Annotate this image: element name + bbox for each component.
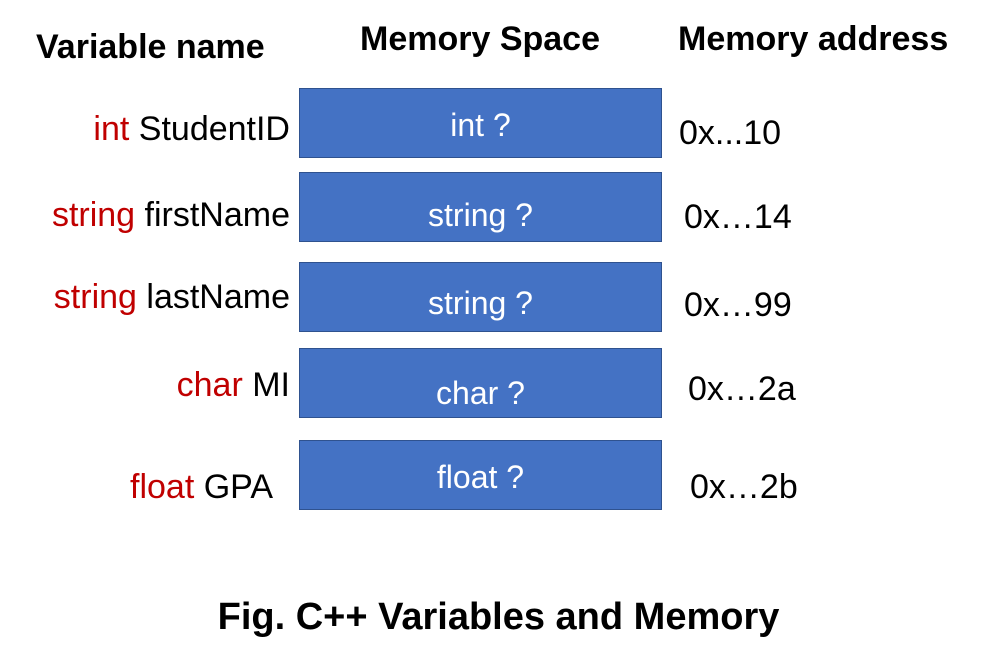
variable-identifier: firstName [144,196,290,234]
memory-cell-label: string ? [428,285,533,321]
variable-declaration-row-0: int StudentID [93,112,290,146]
memory-cell-1: string ? [299,172,662,242]
memory-cell-0: int ? [299,88,662,158]
variable-type-keyword: float [130,468,195,506]
variable-type-keyword: int [93,110,130,148]
variable-type-keyword: char [176,366,243,404]
variable-identifier: MI [252,366,290,404]
figure-caption: Fig. C++ Variables and Memory [217,596,780,638]
header-variable-name: Variable name [36,28,265,66]
variable-declaration-row-2: string lastName [54,280,290,314]
variable-declaration-row-1: string firstName [52,198,290,232]
memory-cell-label: int ? [450,107,511,143]
memory-cell-3: char ? [299,348,662,418]
variable-type-keyword: string [53,278,137,316]
header-memory-address: Memory address [678,20,949,58]
memory-address-0: 0x...10 [679,114,782,152]
header-memory-space: Memory Space [360,20,600,58]
memory-cell-2: string ? [299,262,662,332]
variable-type-keyword: string [51,196,136,234]
variable-declaration-row-3: char MI [177,368,290,402]
memory-cell-label: char ? [436,375,525,411]
variable-identifier: GPA [203,468,273,506]
variable-identifier: StudentID [138,110,290,148]
memory-cell-4: float ? [299,440,662,510]
memory-cell-label: string ? [428,197,533,233]
memory-address-1: 0x…14 [684,198,792,236]
variable-identifier: lastName [146,278,290,316]
memory-address-3: 0x…2a [688,370,796,408]
memory-cell-label: float ? [436,459,525,495]
memory-address-4: 0x…2b [690,468,798,506]
memory-address-2: 0x…99 [684,286,792,324]
variable-declaration-row-4: float GPA [130,470,273,504]
